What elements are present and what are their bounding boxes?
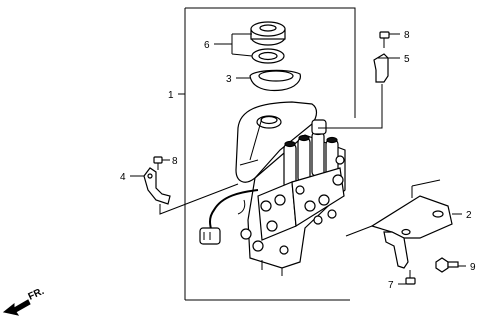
front-direction-arrow-icon [2,299,31,316]
main-mount-bracket [370,179,453,269]
link-left-bracket [159,183,239,215]
reservoir-cap [250,21,286,46]
link-upper-bracket [318,84,383,129]
upper-bracket-bolt [379,31,390,48]
assembly-frame-top [185,7,356,118]
reservoir-strainer [249,69,301,92]
wire-harness [199,189,259,245]
link-main-bracket [345,225,373,237]
callout-9: 9 [470,262,476,273]
callout-8-left: 8 [172,156,178,167]
callout-6: 6 [204,40,210,51]
leader-6 [214,33,253,57]
upper-mount-bracket [373,53,389,83]
bracket-bolt-7 [405,270,416,285]
callout-3: 3 [226,74,232,85]
bracket-bolt-9 [435,257,459,273]
left-bracket-bolt [153,156,163,170]
cap-seal-ring [251,48,285,64]
fluid-reservoir [235,101,318,183]
callout-2: 2 [466,210,472,221]
callout-7: 7 [388,280,394,291]
left-mount-bracket [143,167,171,205]
callout-1: 1 [168,90,174,101]
modulator-body [240,119,346,276]
callout-8-upper: 8 [404,30,410,41]
callout-5: 5 [404,54,410,65]
callout-4: 4 [120,172,126,183]
front-direction-label: FR. [27,286,46,303]
